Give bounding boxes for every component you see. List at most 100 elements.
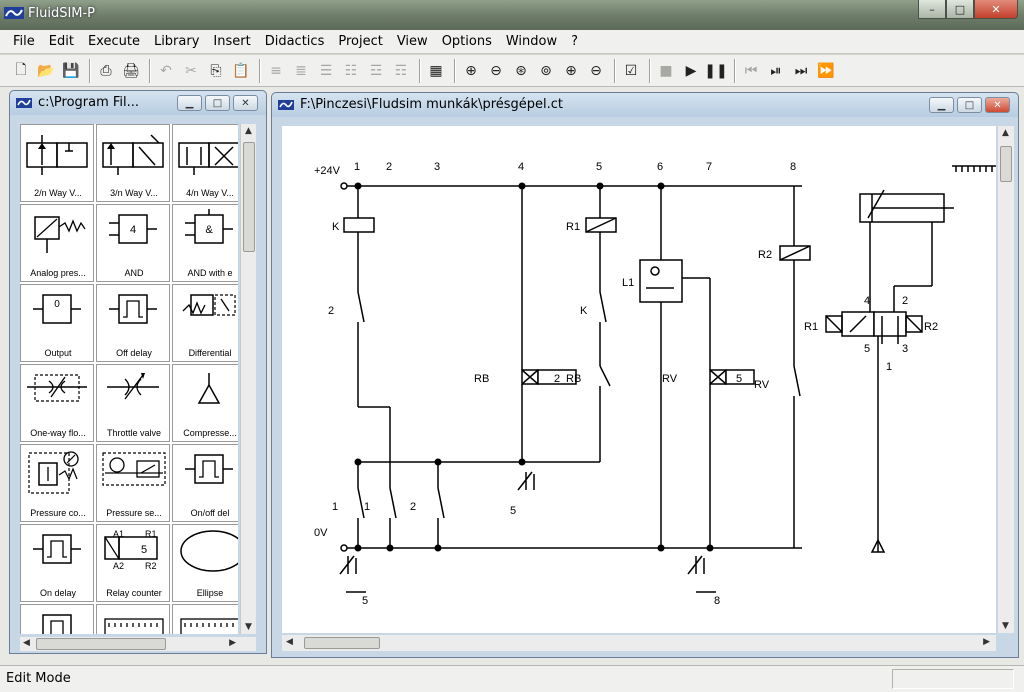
library-item-output[interactable]: 0 Output xyxy=(20,284,94,362)
toolbar-separator xyxy=(734,58,736,83)
circuit-window-titlebar[interactable]: F:\Pinczesi\Fludsim munkák\présgépel.ct … xyxy=(272,93,1018,117)
undo-icon[interactable]: ↶ xyxy=(160,62,172,79)
and-with-e-gate-icon: & xyxy=(185,209,233,244)
scroll-down-icon[interactable]: ▼ xyxy=(1002,621,1009,631)
scroll-thumb[interactable] xyxy=(36,638,166,650)
library-item-partial[interactable] xyxy=(172,604,238,634)
copy-icon[interactable]: ⎘ xyxy=(210,62,222,79)
library-item-3n-way-valve[interactable]: 3/n Way V... xyxy=(96,124,170,202)
library-item-ellipse[interactable]: Ellipse xyxy=(172,524,238,602)
menu-library[interactable]: Library xyxy=(153,34,200,49)
library-item-label: Compresse... xyxy=(183,428,237,438)
library-item-label: Differential xyxy=(188,348,232,358)
align-top-icon[interactable]: ☷ xyxy=(344,62,358,79)
library-item-pressure-control[interactable]: Pressure co... xyxy=(20,444,94,522)
minimize-button[interactable]: ▁ xyxy=(929,97,954,113)
menu-insert[interactable]: Insert xyxy=(213,34,251,49)
step-forward-icon[interactable]: ⏭ xyxy=(794,62,808,79)
on-delay-timer-icon xyxy=(33,534,81,564)
print-preview-icon[interactable]: ⎙ xyxy=(100,62,112,79)
print-icon[interactable]: 🖨 xyxy=(122,62,140,79)
pause-icon[interactable]: ❚❚ xyxy=(704,62,728,79)
scroll-thumb[interactable] xyxy=(243,142,255,252)
open-folder-icon[interactable]: 📂 xyxy=(37,62,55,79)
zoom-previous-icon[interactable]: ⊚ xyxy=(540,62,552,79)
menu-file[interactable]: File xyxy=(13,34,35,49)
library-item-throttle-valve[interactable]: Throttle valve xyxy=(96,364,170,442)
library-item-relay-counter[interactable]: A1 R1 A2 R2 5 Relay counter xyxy=(96,524,170,602)
menu-didactics[interactable]: Didactics xyxy=(264,34,325,49)
library-item-partial[interactable] xyxy=(96,604,170,634)
scroll-up-icon[interactable]: ▲ xyxy=(1002,128,1009,138)
play-icon[interactable]: ▶ xyxy=(685,62,697,79)
menu-view[interactable]: View xyxy=(396,34,428,49)
title-bar[interactable]: FluidSIM-P – □ ✕ xyxy=(0,0,1024,30)
step-icon[interactable]: ⏯ xyxy=(770,62,782,79)
align-right-icon[interactable]: ☰ xyxy=(319,62,333,79)
scroll-left-icon[interactable]: ◀ xyxy=(286,637,293,647)
library-item-and[interactable]: 4 AND xyxy=(96,204,170,282)
menu-execute[interactable]: Execute xyxy=(87,34,140,49)
paste-icon[interactable]: 📋 xyxy=(232,62,250,79)
circuit-vertical-scrollbar[interactable]: ▲ ▼ xyxy=(998,126,1014,633)
label-switch-1b: 1 xyxy=(364,501,370,513)
library-item-pressure-sequence[interactable]: Pressure se... xyxy=(96,444,170,522)
zoom-window-icon[interactable]: ⊛ xyxy=(515,62,527,79)
save-icon[interactable]: 💾 xyxy=(62,62,80,79)
zoom-in-icon[interactable]: ⊕ xyxy=(565,62,577,79)
align-middle-icon[interactable]: ☲ xyxy=(369,62,383,79)
close-button[interactable]: ✕ xyxy=(233,95,258,111)
circuit-canvas[interactable]: +24V 0V 1 2 3 4 5 6 7 8 K R1 R2 L1 xyxy=(282,126,996,633)
scroll-right-icon[interactable]: ▶ xyxy=(983,637,990,647)
stop-icon[interactable]: ■ xyxy=(659,62,673,79)
library-item-off-delay[interactable]: Off delay xyxy=(96,284,170,362)
scroll-up-icon[interactable]: ▲ xyxy=(245,126,252,136)
circuit-horizontal-scrollbar[interactable]: ◀ ▶ xyxy=(282,635,996,651)
scroll-thumb[interactable] xyxy=(1000,146,1012,182)
menu-window[interactable]: Window xyxy=(505,34,558,49)
fast-forward-icon[interactable]: ⏩ xyxy=(817,62,835,79)
scroll-down-icon[interactable]: ▼ xyxy=(245,622,252,632)
menu-edit[interactable]: Edit xyxy=(48,34,74,49)
menu-help[interactable]: ? xyxy=(571,34,579,49)
library-item-partial[interactable] xyxy=(20,604,94,634)
zoom-original-icon[interactable]: ⊕ xyxy=(465,62,477,79)
close-button[interactable]: ✕ xyxy=(985,97,1010,113)
grid-icon[interactable]: ▦ xyxy=(429,62,443,79)
library-item-label: Relay counter xyxy=(106,588,162,598)
library-horizontal-scrollbar[interactable]: ◀ ▶ xyxy=(20,637,256,651)
zoom-fit-icon[interactable]: ⊖ xyxy=(490,62,502,79)
minimize-button[interactable]: – xyxy=(918,0,946,19)
menu-project[interactable]: Project xyxy=(338,34,383,49)
output-number: 0 xyxy=(54,299,60,310)
reset-icon[interactable]: ⏮ xyxy=(744,62,758,79)
maximize-button[interactable]: □ xyxy=(205,95,230,111)
zoom-out-icon[interactable]: ⊖ xyxy=(590,62,602,79)
library-item-analog-pressure[interactable]: Analog pres... xyxy=(20,204,94,282)
close-button[interactable]: ✕ xyxy=(974,0,1018,19)
library-item-compressed-air-supply[interactable]: Compresse... xyxy=(172,364,238,442)
maximize-button[interactable]: □ xyxy=(957,97,982,113)
minimize-button[interactable]: ▁ xyxy=(177,95,202,111)
library-item-and-with-e[interactable]: & AND with e xyxy=(172,204,238,282)
align-left-icon[interactable]: ≡ xyxy=(270,62,282,79)
scroll-thumb[interactable] xyxy=(304,637,380,649)
align-center-icon[interactable]: ≣ xyxy=(295,62,307,79)
library-window-titlebar[interactable]: c:\Program Fil... ▁ □ ✕ xyxy=(10,91,266,115)
scroll-right-icon[interactable]: ▶ xyxy=(229,638,236,648)
relay-counter-preset: 5 xyxy=(141,544,147,556)
library-item-on-delay[interactable]: On delay xyxy=(20,524,94,602)
library-item-4n-way-valve[interactable]: 4/n Way V... xyxy=(172,124,238,202)
library-item-2n-way-valve[interactable]: 2/n Way V... xyxy=(20,124,94,202)
cut-icon[interactable]: ✂ xyxy=(185,62,197,79)
library-item-on-off-delay[interactable]: On/off del xyxy=(172,444,238,522)
new-file-icon[interactable]: 🗋 xyxy=(15,61,27,78)
maximize-button[interactable]: □ xyxy=(946,0,974,19)
align-bottom-icon[interactable]: ☶ xyxy=(394,62,408,79)
menu-options[interactable]: Options xyxy=(441,34,492,49)
library-item-one-way-flow[interactable]: One-way flo... xyxy=(20,364,94,442)
library-item-differential[interactable]: Differential xyxy=(172,284,238,362)
library-vertical-scrollbar[interactable]: ▲ ▼ xyxy=(240,124,256,634)
scroll-left-icon[interactable]: ◀ xyxy=(23,638,30,648)
check-drawing-icon[interactable]: ☑ xyxy=(624,62,638,79)
